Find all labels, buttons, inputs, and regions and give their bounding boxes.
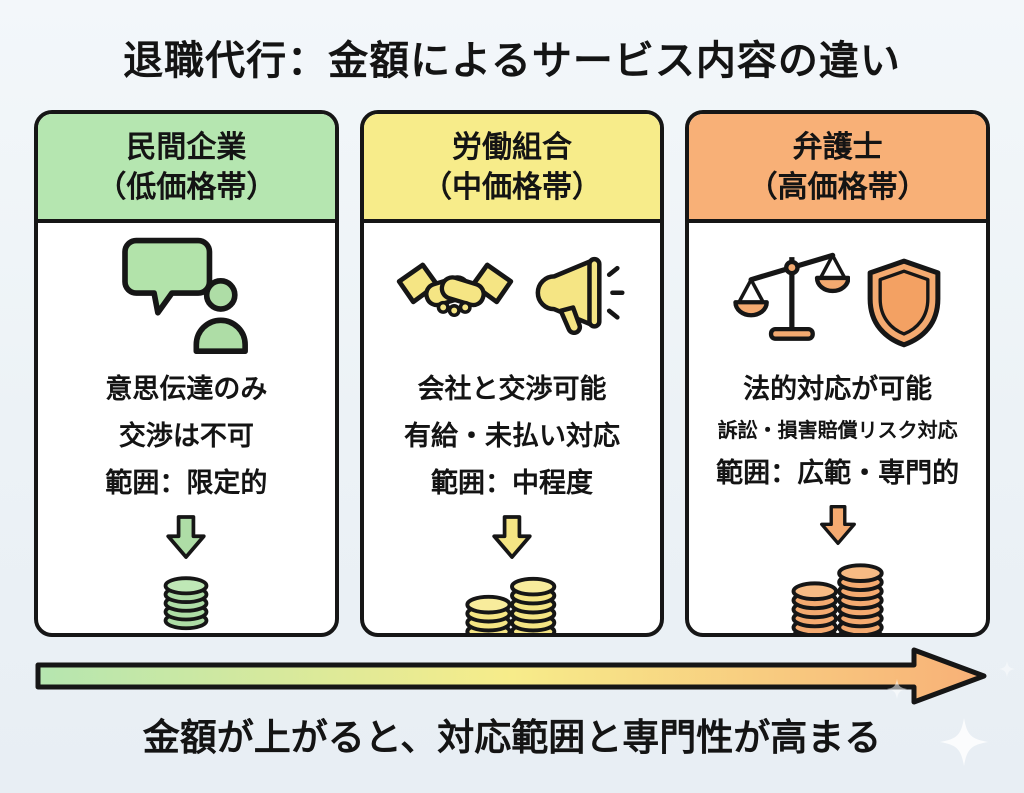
service-description-line: 訴訟・損害賠償リスク対応: [717, 420, 958, 443]
price-axis: [34, 645, 1024, 707]
service-description-line: 交渉は不可: [118, 421, 254, 452]
handshake-icon: [396, 262, 514, 318]
service-description-line: 意思伝達のみ: [105, 374, 268, 405]
price-axis-arrow: [35, 647, 987, 705]
icon-row: [111, 233, 261, 355]
down-arrow-icon: [166, 515, 206, 560]
card-header: 労働組合 （中価格帯）: [363, 114, 661, 224]
card-title: 弁護士: [792, 131, 883, 164]
price-band-label: （低価格帯）: [96, 170, 277, 204]
card-title: 民間企業: [126, 131, 247, 164]
icon-row: [396, 233, 628, 355]
card-labor-union: 労働組合 （中価格帯）: [359, 110, 665, 637]
service-description: 意思伝達のみ 交渉は不可 範囲：限定的: [105, 359, 267, 508]
coin-stacks-icon: [791, 563, 884, 633]
coin-stacks-icon: [465, 577, 557, 633]
card-body: 法的対応が可能 訴訟・損害賠償リスク対応 範囲：広範・専門的: [689, 223, 986, 633]
price-band-label: （中価格帯）: [422, 170, 602, 204]
card-body: 意思伝達のみ 交渉は不可 範囲：限定的: [38, 223, 335, 633]
service-description-line: 範囲：限定的: [105, 468, 268, 499]
icon-row: [732, 233, 944, 355]
coin-stack-icon: [163, 576, 209, 631]
service-description: 会社と交渉可能 有給・未払い対応 範囲：中程度: [404, 359, 620, 508]
card-private-company: 民間企業 （低価格帯） 意思伝達のみ 交渉は不可 範囲：限定的: [34, 110, 339, 637]
service-description-line: 範囲：広範・専門的: [716, 458, 960, 489]
shield-icon: [867, 258, 941, 348]
card-header: 民間企業 （低価格帯）: [38, 114, 335, 224]
footer-caption: 金額が上がると、対応範囲と専門性が高まる: [142, 717, 882, 758]
scale-icon: [732, 252, 850, 342]
service-description-line: 会社と交渉可能: [417, 374, 607, 405]
card-lawyer: 弁護士 （高価格帯）: [685, 110, 991, 637]
service-description: 法的対応が可能 訴訟・損害賠償リスク対応 範囲：広範・専門的: [716, 359, 959, 498]
service-description-line: 有給・未払い対応: [404, 421, 620, 452]
card-header: 弁護士 （高価格帯）: [689, 114, 987, 224]
service-description-line: 範囲：中程度: [431, 468, 593, 499]
down-arrow-icon: [819, 505, 856, 546]
page-title: 退職代行：金額によるサービス内容の違い: [123, 39, 901, 83]
service-description-line: 法的対応が可能: [743, 374, 933, 405]
price-band-label: （高価格帯）: [747, 170, 928, 204]
card-title: 労働組合: [452, 131, 572, 164]
down-arrow-icon: [492, 515, 532, 560]
comparison-cards: 民間企業 （低価格帯） 意思伝達のみ 交渉は不可 範囲：限定的: [0, 110, 1024, 637]
card-body: 会社と交渉可能 有給・未払い対応 範囲：中程度: [364, 223, 661, 633]
speech-bubble-person-icon: [122, 237, 249, 355]
megaphone-icon: [535, 257, 625, 336]
